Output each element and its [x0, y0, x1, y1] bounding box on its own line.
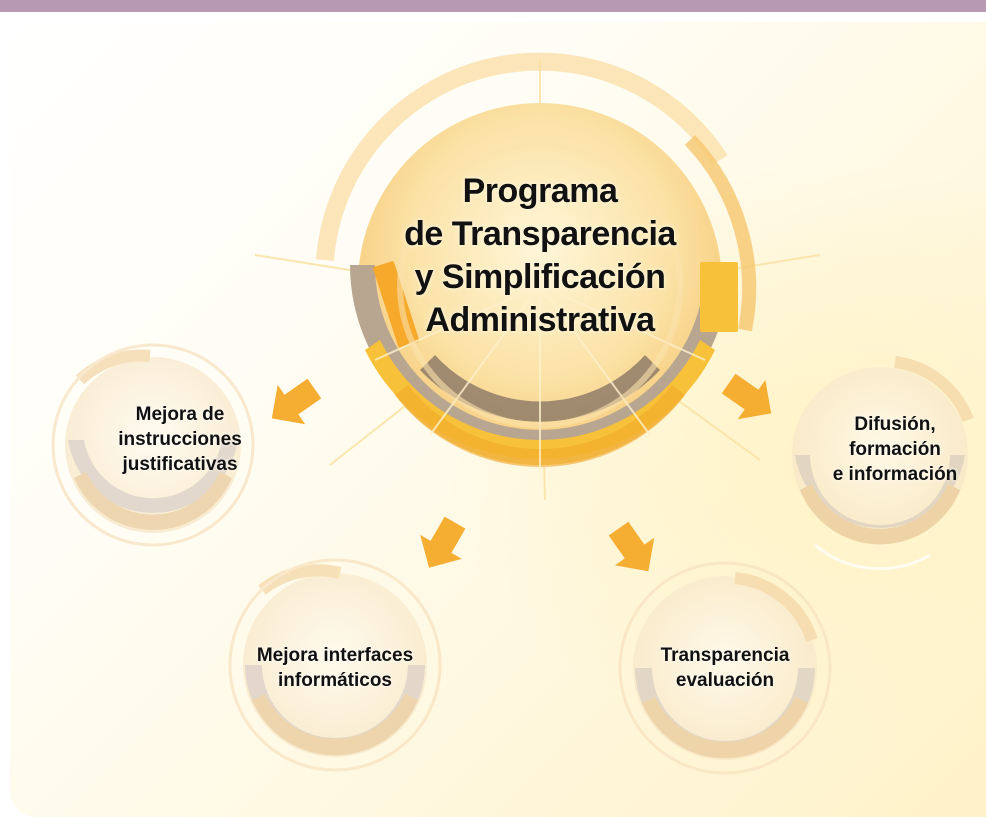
- satellite-bottom-left-wheel: [228, 558, 442, 772]
- arrow-down-right-icon: [608, 521, 655, 572]
- satellite-left-label: Mejora de instrucciones justificativas: [85, 402, 275, 477]
- main-hub: [254, 52, 821, 501]
- arrow-left-down-icon: [271, 378, 322, 425]
- satellite-bottom-left-line-2: informáticos: [277, 670, 393, 691]
- satellite-right-line-2: formación: [849, 439, 941, 460]
- arrow-down-left-icon: [420, 516, 466, 568]
- main-program-title: Programa de Transparencia y Simplificaci…: [385, 170, 695, 342]
- satellite-right-wheel: [792, 356, 974, 571]
- satellite-bottom-right-line-2: evaluación: [675, 670, 775, 691]
- main-title-line-2: de Transparencia: [404, 215, 676, 253]
- satellite-left-wheel: [51, 343, 255, 547]
- satellite-right-line-1: Difusión,: [854, 414, 936, 435]
- main-title-line-1: Programa: [462, 172, 618, 210]
- satellite-left-line-3: justificativas: [122, 454, 238, 475]
- satellite-left-line-2: instrucciones: [118, 429, 242, 450]
- main-title-line-4: Administrativa: [425, 301, 655, 339]
- satellite-left-line-1: Mejora de: [135, 404, 225, 425]
- satellite-bottom-left-line-1: Mejora interfaces: [256, 645, 414, 666]
- arrow-right-down-icon: [721, 373, 772, 420]
- main-title-line-3: y Simplificación: [414, 258, 666, 296]
- satellite-bottom-right-label: Transparencia evaluación: [640, 643, 810, 693]
- top-rule: [0, 0, 986, 12]
- satellite-right-label: Difusión, formación e información: [800, 412, 986, 487]
- satellite-bottom-left-label: Mejora interfaces informáticos: [235, 643, 435, 693]
- satellite-bottom-right-line-1: Transparencia: [660, 645, 790, 666]
- satellite-right-line-3: e información: [832, 464, 958, 485]
- satellite-bottom-right-wheel: [618, 561, 832, 775]
